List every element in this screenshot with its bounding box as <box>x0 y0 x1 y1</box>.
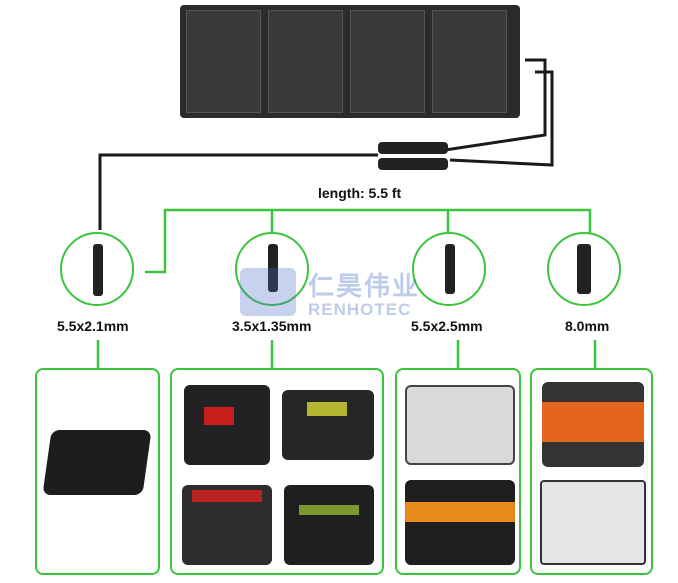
connector-label-1: 5.5x2.1mm <box>57 318 129 334</box>
power-station-yeti-icon <box>540 480 646 565</box>
power-station-orange-icon <box>405 480 515 565</box>
power-bank-icon <box>42 430 152 495</box>
power-station-jackery-icon <box>542 382 644 467</box>
connector-8mm-icon <box>547 232 621 306</box>
connector-35135-icon <box>235 232 309 306</box>
solar-panel <box>180 5 520 118</box>
connector-5525-icon <box>412 232 486 306</box>
device-group-power-bank <box>35 368 160 575</box>
watermark-chinese: 仁昊伟业 <box>308 272 421 302</box>
connector-5521-icon <box>60 232 134 306</box>
connector-label-4: 8.0mm <box>565 318 610 334</box>
cable-length-label: length: 5.5 ft <box>318 185 402 201</box>
device-group-5.5x2.5 <box>395 368 521 575</box>
power-station-green-icon <box>284 485 374 565</box>
connector-label-2: 3.5x1.35mm <box>232 318 312 334</box>
connector-label-3: 5.5x2.5mm <box>411 318 483 334</box>
watermark-logo-icon <box>240 268 296 316</box>
power-station-red-icon <box>184 385 270 465</box>
device-group-8mm <box>530 368 653 575</box>
power-station-gray-red-icon <box>182 485 272 565</box>
device-group-3.5 <box>170 368 384 575</box>
power-station-olive-icon <box>282 390 374 460</box>
power-station-white-icon <box>405 385 515 465</box>
watermark-english: RENHOTEC <box>308 300 412 319</box>
